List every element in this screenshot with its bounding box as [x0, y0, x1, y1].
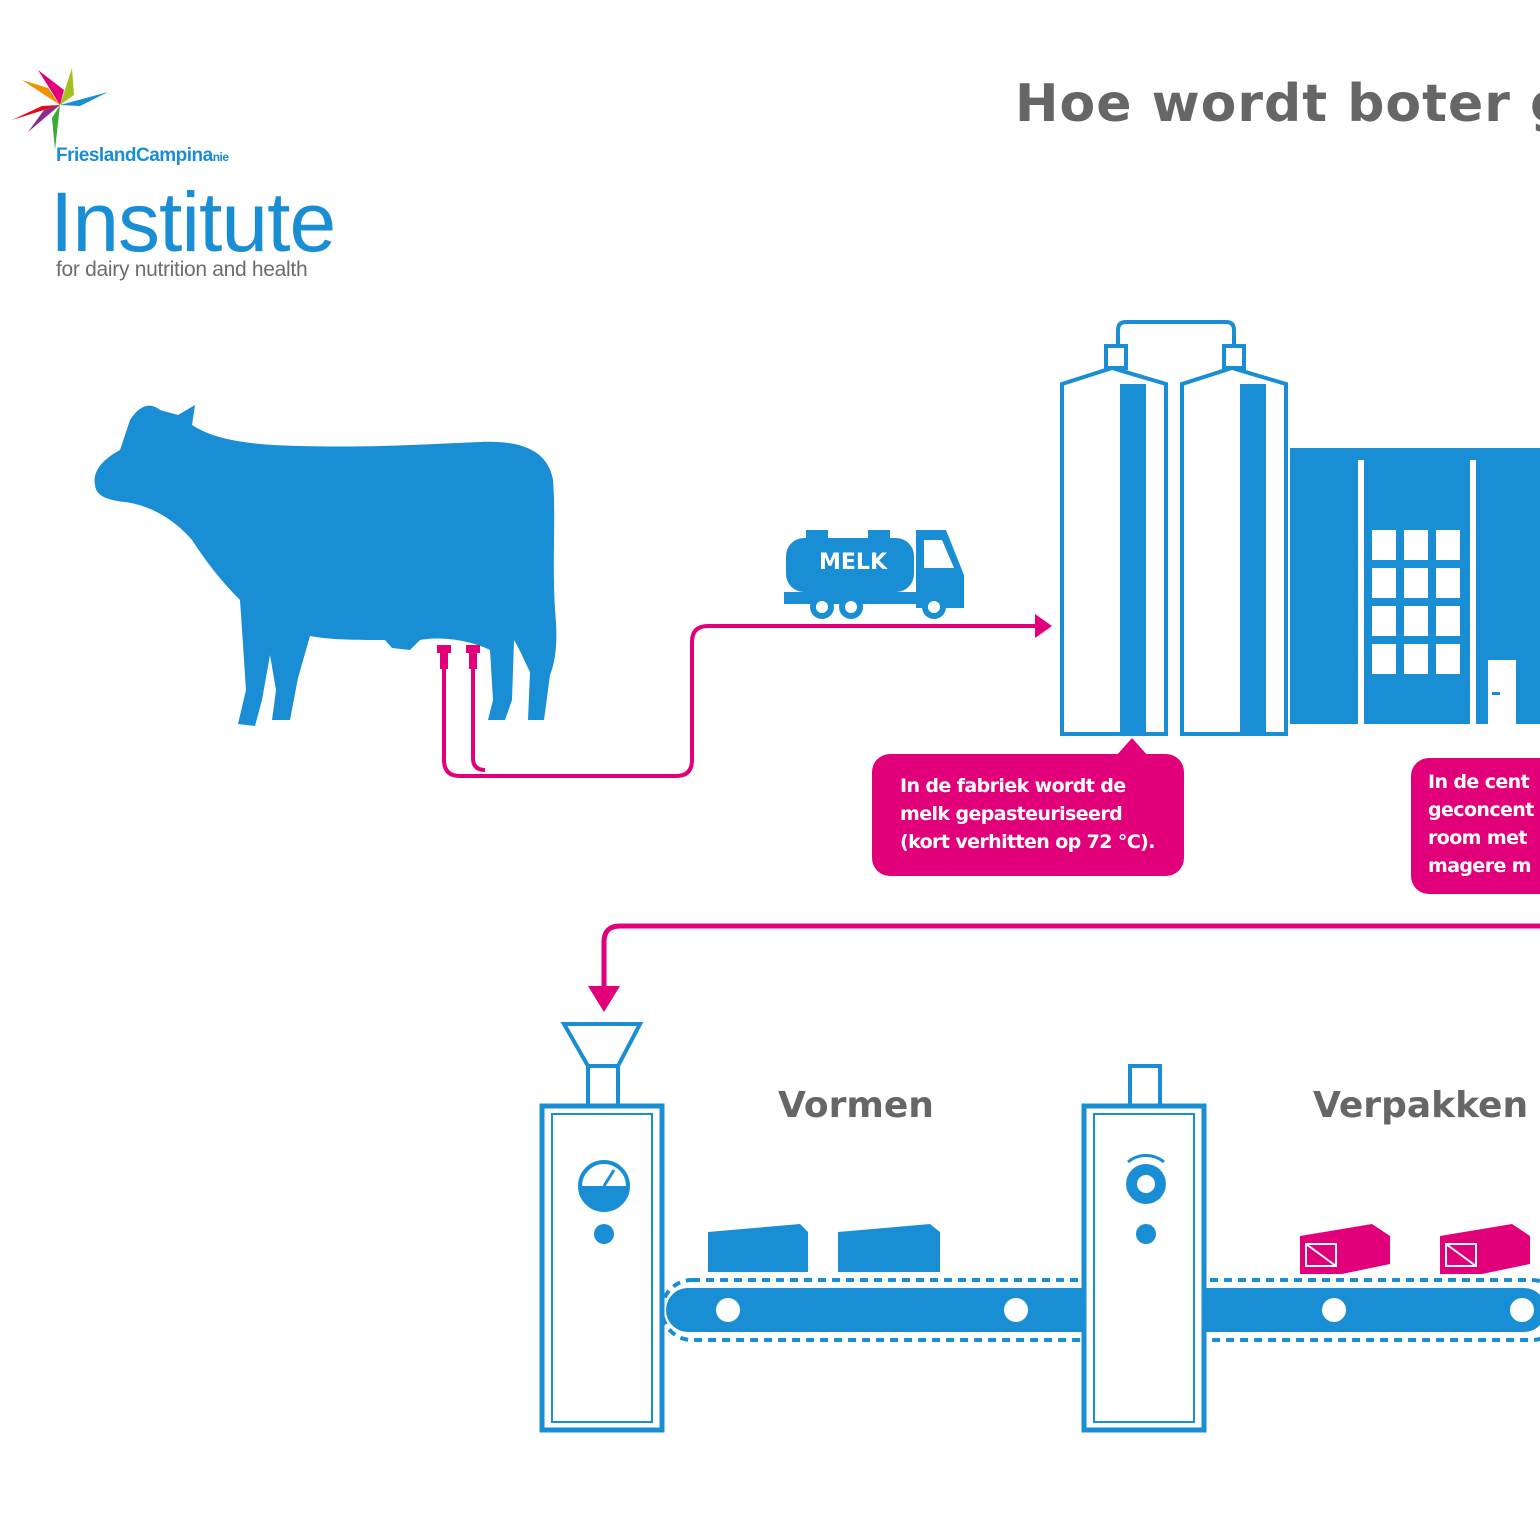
truck-label: MELK: [819, 550, 887, 575]
step-label-verpakken: Verpakken: [1313, 1085, 1529, 1126]
brand-wordmark: FrieslandCampinanie: [56, 145, 229, 167]
page-title: Hoe wordt boter g: [1015, 74, 1540, 134]
process-flow-arrow: [588, 923, 1540, 1012]
callout-pasteurize-text: In de fabriek wordt de melk gepasteurise…: [900, 775, 1155, 853]
factory-icon: [1060, 320, 1540, 736]
forming-machine: [539, 1103, 665, 1433]
brand-suffix: nie: [212, 150, 229, 164]
milking-cups-icon: [437, 645, 480, 669]
milk-truck-icon: [784, 530, 964, 619]
brand-name: FrieslandCampina: [56, 145, 213, 166]
institute-wordmark: Institute: [50, 175, 336, 269]
institute-tagline: for dairy nutrition and health: [56, 258, 308, 281]
callout-centrifuge-text: In de cent geconcent room met magere m: [1428, 771, 1534, 877]
cow-icon: [94, 405, 557, 726]
gauge-icon: [578, 1160, 630, 1212]
step-label-vormen: Vormen: [778, 1085, 934, 1126]
frieslandcampina-star-icon: [12, 68, 108, 150]
funnel-icon: [560, 1022, 644, 1108]
butter-block-icon: [708, 1224, 940, 1272]
callout-bubble-centrifuge: [1411, 758, 1540, 894]
gear-icon: [1126, 1154, 1166, 1204]
callout-bubble-pasteurize: [872, 738, 1184, 876]
arrow-head-icon: [1035, 614, 1052, 638]
butter-package-icon: [1300, 1224, 1530, 1274]
milk-flow-arrow: [442, 624, 1035, 778]
packaging-machine: [1081, 1064, 1207, 1433]
